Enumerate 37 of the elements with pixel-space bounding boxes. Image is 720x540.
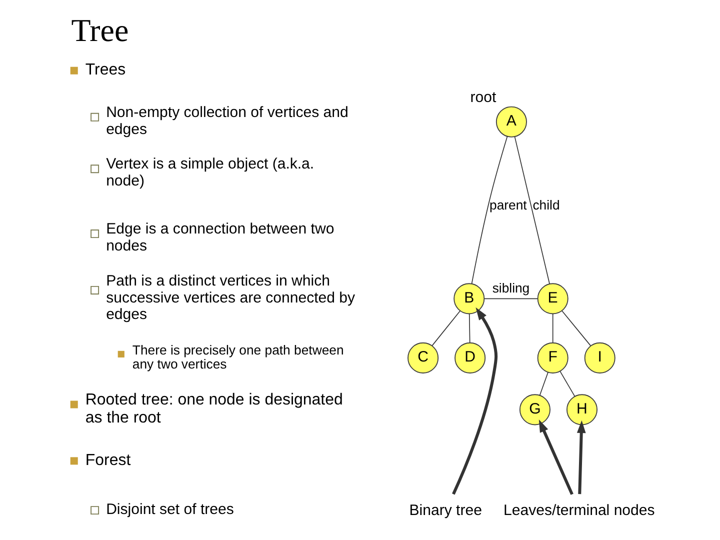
edge-label: parent: [489, 198, 526, 213]
node-circle: H: [566, 394, 598, 426]
connector: [470, 136, 508, 284]
label: Forest: [84, 452, 130, 469]
connector: [484, 298, 538, 300]
connector: [552, 313, 553, 343]
connector: [559, 370, 575, 397]
label: Trees: [84, 61, 126, 78]
label: There is precisely one path between any two vertices: [132, 342, 344, 372]
connector: [468, 313, 470, 343]
node-circle: F: [536, 342, 568, 374]
connector: [561, 310, 591, 346]
connector: [431, 310, 460, 346]
connector: [538, 372, 548, 396]
node-label: root: [470, 88, 496, 106]
connector: [514, 136, 550, 284]
node-circle: I: [584, 342, 615, 374]
diagram-title: Tree: [70, 13, 128, 48]
label: Vertex is a simple object (a.k.a. node): [106, 156, 314, 190]
node-circle: G: [518, 394, 550, 426]
edge-label: child: [532, 198, 560, 213]
node-circle: A: [495, 106, 526, 138]
label: Path is a distinct vertices in which successive vertices are connected by edges: [106, 272, 355, 324]
arrow: [452, 307, 498, 495]
arrow: [538, 419, 573, 495]
label: Edge is a connection between two nodes: [106, 220, 334, 255]
node-circle: C: [407, 342, 438, 374]
label: Disjoint set of trees: [106, 500, 234, 518]
node-circle: D: [454, 342, 486, 374]
label: Non-empty collection of vertices and edges: [106, 104, 348, 138]
arrow: [576, 420, 586, 494]
node-circle: B: [453, 283, 484, 314]
label: Rooted tree: one node is designated as the root: [84, 392, 342, 426]
node-text: Binary tree: [408, 502, 482, 519]
edge-label: sibling: [492, 280, 530, 296]
node-circle: E: [536, 283, 568, 314]
node-text: Leaves/terminal nodes: [503, 502, 654, 519]
